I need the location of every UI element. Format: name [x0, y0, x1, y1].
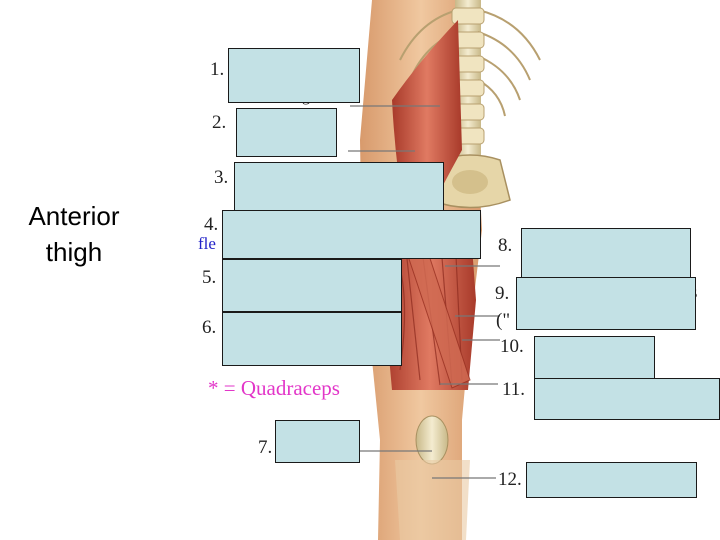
- label-fragment-paren: (": [496, 310, 511, 331]
- answer-box-3[interactable]: [234, 162, 444, 212]
- quadriceps-legend: * = Quadraceps: [208, 376, 340, 400]
- answer-box-8[interactable]: [521, 228, 691, 278]
- label-number-7: 7.: [258, 437, 273, 458]
- label-number-5: 5.: [202, 267, 217, 288]
- leader-lines: [348, 105, 500, 479]
- label-number-6: 6.: [202, 317, 217, 338]
- label-number-9: 9.: [495, 283, 510, 304]
- label-number-2: 2.: [212, 112, 227, 133]
- answer-box-5[interactable]: [222, 259, 402, 312]
- label-number-4: 4.: [204, 214, 219, 235]
- answer-box-10[interactable]: [534, 336, 655, 380]
- label-number-3: 3.: [214, 167, 229, 188]
- answer-box-7[interactable]: [275, 420, 360, 463]
- answer-box-12[interactable]: [526, 462, 697, 498]
- page-title: Anterior thigh: [28, 201, 120, 267]
- answer-box-9[interactable]: [516, 277, 696, 330]
- answer-box-11[interactable]: [534, 378, 720, 420]
- answer-box-2[interactable]: [236, 108, 337, 157]
- answer-box-6[interactable]: [222, 312, 402, 366]
- label-number-8: 8.: [498, 235, 513, 256]
- label-number-11: 11.: [502, 379, 526, 400]
- label-number-10: 10.: [500, 336, 524, 357]
- label-fragment-flexor: fle: [198, 234, 216, 253]
- label-number-1: 1.: [210, 59, 225, 80]
- label-number-12: 12.: [498, 469, 522, 490]
- patella: [415, 415, 449, 465]
- answer-box-1[interactable]: [228, 48, 360, 103]
- answer-box-4[interactable]: [222, 210, 481, 259]
